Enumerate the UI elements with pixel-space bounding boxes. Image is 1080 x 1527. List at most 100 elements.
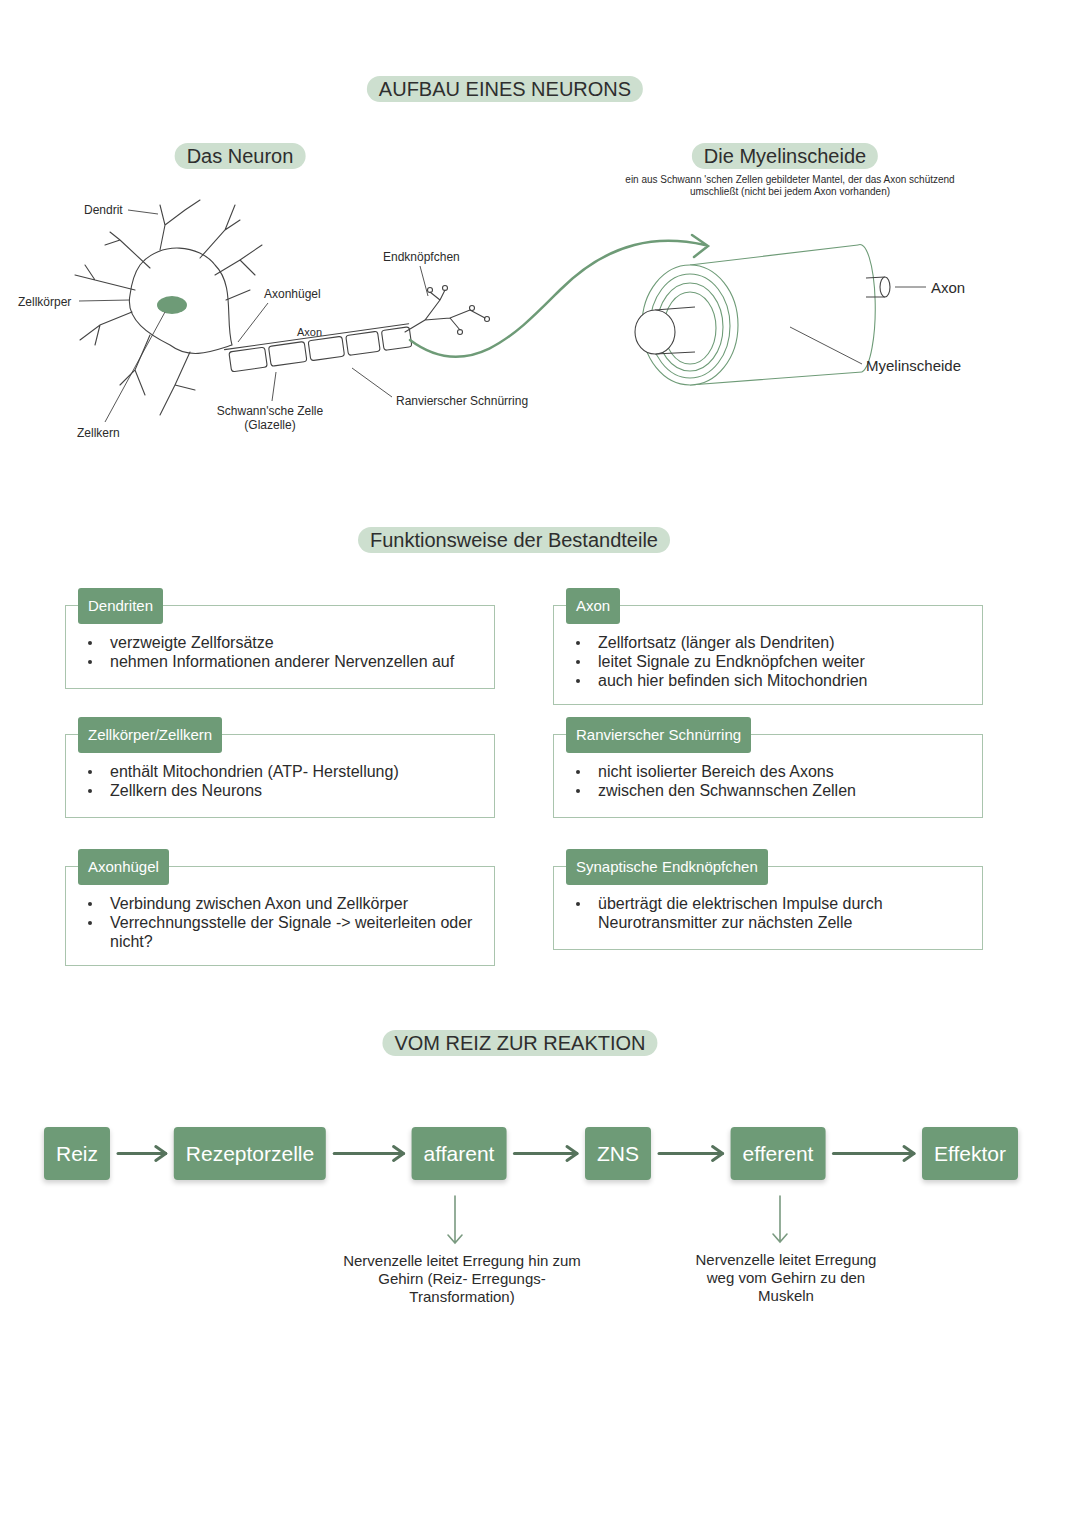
bullet-row: enthält Mitochondrien (ATP- Herstellung) [84,762,478,781]
arrow-head [713,1147,723,1161]
flow-arrow [833,1147,914,1161]
info-box: Ranvierscher Schnürring nicht isolierter … [553,717,983,818]
bullet-dot [88,641,92,645]
leader-line [352,368,392,397]
annotation-text: Nervenzelle leitet Erregung weg vom Gehi… [681,1251,891,1305]
bullet-text: Zellkern des Neurons [110,782,262,799]
down-arrow [773,1196,787,1242]
leader-line [420,266,428,296]
bullet-dot [576,660,580,664]
bullet-dot [576,789,580,793]
info-box: Dendriten verzweigte Zellforsätzenehmen I… [65,588,495,689]
arrow-head [394,1147,404,1161]
neuron-drawing [443,286,448,291]
section-heading: Funktionsweise der Bestandteile [358,527,670,553]
bullet-row: nicht isolierter Bereich des Axons [572,762,966,781]
transition-arrow [692,235,708,257]
flow-text: affarent [424,1142,495,1166]
bullet-row: Verrechnungsstelle der Signale -> weiter… [84,913,478,951]
myelin-drawing [635,244,890,385]
note-text: ein aus Schwann 'schen Zellen gebildeter… [625,174,955,198]
neuron-drawing [75,200,490,415]
section-heading: Die Myelinscheide [692,143,878,169]
box-heading: Axonhügel [78,849,169,885]
arrow-line [334,1152,403,1155]
bullet-text: nehmen Informationen anderer Nervenzelle… [110,653,454,670]
flow-box: affarent [412,1127,507,1180]
flow-arrow [334,1147,403,1161]
bullet-text: Zellfortsatz (länger als Dendriten) [598,634,835,651]
leader-line [238,303,268,342]
bullet-dot [576,770,580,774]
bullet-text: nicht isolierter Bereich des Axons [598,763,834,780]
annotation-text: Nervenzelle leitet Erregung hin zum Gehi… [337,1252,587,1306]
flow-box: ZNS [585,1127,651,1180]
myelin-drawing [858,244,875,372]
flow-text: efferent [743,1142,814,1166]
bullet-row: überträgt die elektrischen Impulse durch… [572,894,966,932]
bullet-row: Zellfortsatz (länger als Dendriten) [572,633,966,652]
leader-line [272,372,276,401]
flow-box: Reiz [44,1127,110,1180]
flow-box: Rezeptorzelle [174,1127,326,1180]
bullet-text: überträgt die elektrischen Impulse durch… [598,895,883,931]
leader-line [79,210,926,422]
part-label: Myelinscheide [866,357,961,375]
neuron-drawing [346,331,380,355]
neuron-drawing [225,324,412,373]
arrow-head [904,1147,914,1161]
arrow-line [659,1152,723,1155]
bullet-dot [88,902,92,906]
box-heading: Synaptische Endknöpfchen [566,849,768,885]
neuron-drawing [485,317,490,322]
flow-text: Effektor [934,1142,1006,1166]
part-label: Ranvierscher Schnürring [396,394,528,408]
neuron-drawing [458,330,463,335]
arrow-line [833,1152,914,1155]
bullet-row: verzweigte Zellforsätze [84,633,478,652]
flow-text: Rezeptorzelle [186,1142,314,1166]
neuron-drawing [308,336,344,361]
arrow-line [514,1152,577,1155]
bullet-row: leitet Signale zu Endknöpfchen weiter [572,652,966,671]
part-label: Schwann'sche Zelle (Glazelle) [210,404,330,433]
bullet-text: leitet Signale zu Endknöpfchen weiter [598,653,865,670]
info-box: AxonZellfortsatz (länger als Dendriten)l… [553,588,983,705]
info-box: Zellkörper/Zellkern enthält Mitochondrien… [65,717,495,818]
bullet-text: zwischen den Schwannschen Zellen [598,782,856,799]
section-heading: VOM REIZ ZUR REAKTION [382,1030,657,1056]
bullet-dot [88,770,92,774]
bullet-row: nehmen Informationen anderer Nervenzelle… [84,652,478,671]
neuron-drawing [229,347,267,372]
flow-box: Effektor [922,1127,1018,1180]
down-arrow [448,1196,462,1243]
bullet-dot [576,679,580,683]
part-label: Endknöpfchen [383,250,460,264]
bullet-text: Verrechnungsstelle der Signale -> weiter… [110,914,472,950]
page-title: AUFBAU EINES NEURONS [367,76,643,102]
down-arrow [448,1196,787,1243]
bullet-row: Verbindung zwischen Axon und Zellkörper [84,894,478,913]
bullet-row: Zellkern des Neurons [84,781,478,800]
bullet-row: auch hier befinden sich Mitochondrien [572,671,966,690]
arrow-line [118,1152,166,1155]
myelin-drawing [635,310,675,354]
info-box: AxonhügelVerbindung zwischen Axon und Ze… [65,849,495,966]
flow-arrow [659,1147,723,1161]
neuron-drawing [268,342,306,367]
box-heading: Zellkörper/Zellkern [78,717,222,753]
box-heading: Ranvierscher Schnürring [566,717,751,753]
neuron-drawing [470,306,475,311]
myelin-drawing [880,277,890,297]
flow-text: ZNS [597,1142,639,1166]
box-heading: Dendriten [78,588,163,624]
part-label: Axon [931,279,965,297]
flow-box: efferent [731,1127,826,1180]
bullet-dot [88,921,92,925]
bullet-text: auch hier befinden sich Mitochondrien [598,672,868,689]
info-box: Synaptische Endknöpfchen überträgt die el… [553,849,983,950]
part-label: Axon [297,326,322,339]
section-heading: Das Neuron [175,143,306,169]
part-label: Axonhügel [264,287,321,301]
